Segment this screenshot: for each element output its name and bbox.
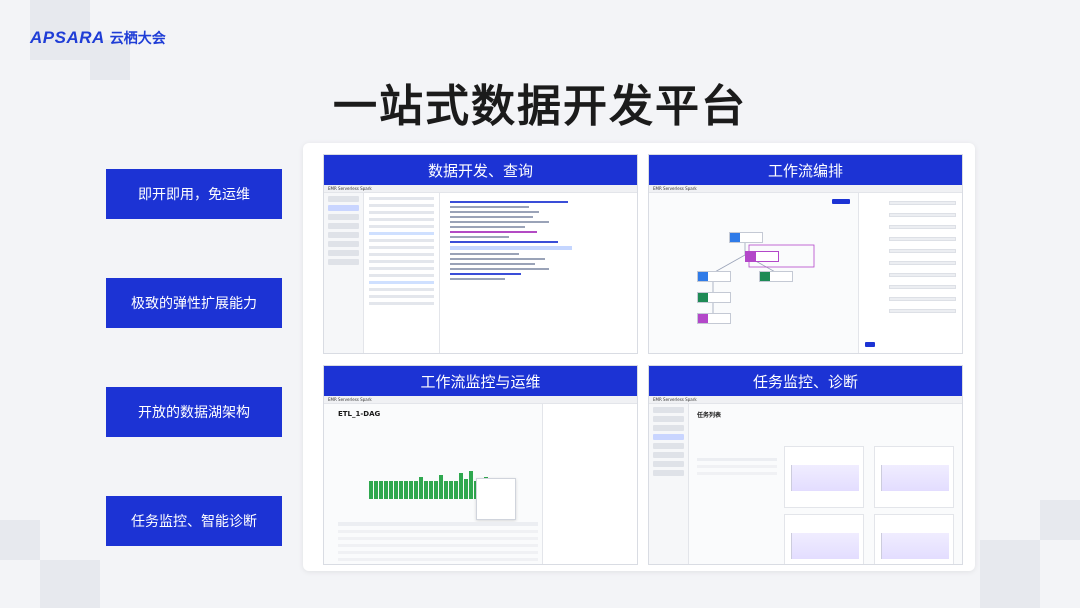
dag-node[interactable] bbox=[759, 271, 793, 282]
app-name: EMR Serverless Spark bbox=[653, 397, 697, 402]
feature-item-elastic-scaling: 极致的弹性扩展能力 bbox=[106, 278, 282, 328]
background-square bbox=[0, 520, 40, 560]
editor-screenshot: EMR Serverless Spark bbox=[324, 185, 637, 353]
node-config-panel bbox=[858, 193, 962, 353]
card-task-diagnosis: 任务监控、诊断 EMR Serverless Spark 任务列表 bbox=[648, 365, 963, 565]
publish-button[interactable] bbox=[832, 199, 850, 204]
logo-brand: APSARA bbox=[30, 28, 105, 47]
memory-chart bbox=[784, 514, 864, 564]
nav-sidebar bbox=[324, 193, 364, 353]
run-heatmap bbox=[369, 471, 519, 499]
dag-node[interactable] bbox=[729, 232, 763, 243]
dag-edges bbox=[712, 237, 815, 321]
card-title: 数据开发、查询 bbox=[324, 155, 637, 185]
feature-item-open-lakehouse: 开放的数据湖架构 bbox=[106, 387, 282, 437]
background-square bbox=[980, 540, 1040, 608]
screenshot-panel: 数据开发、查询 EMR Serverless Spark bbox=[303, 143, 975, 571]
feature-item-monitoring-diagnosis: 任务监控、智能诊断 bbox=[106, 496, 282, 546]
monitor-screenshot: EMR Serverless Spark ETL_1-DAG bbox=[324, 396, 637, 564]
background-square bbox=[1040, 500, 1080, 540]
app-name: EMR Serverless Spark bbox=[328, 397, 372, 402]
dag-editor-screenshot: EMR Serverless Spark bbox=[649, 185, 962, 353]
dag-node[interactable] bbox=[697, 313, 731, 324]
task-list-title: 任务列表 bbox=[697, 412, 722, 419]
code-editor bbox=[440, 193, 637, 353]
card-title: 工作流监控与运维 bbox=[324, 366, 637, 396]
card-data-development: 数据开发、查询 EMR Serverless Spark bbox=[323, 154, 638, 354]
file-tree bbox=[364, 193, 440, 353]
dag-node[interactable] bbox=[697, 292, 731, 303]
confirm-button[interactable] bbox=[865, 342, 875, 347]
card-title: 任务监控、诊断 bbox=[649, 366, 962, 396]
background-square bbox=[40, 560, 100, 608]
executor-cpu-chart bbox=[874, 446, 954, 508]
app-name: EMR Serverless Spark bbox=[328, 186, 372, 191]
apsara-logo: APSARA 云栖大会 bbox=[30, 28, 166, 48]
workflow-name: ETL_1-DAG bbox=[338, 410, 381, 418]
diagnosis-screenshot: EMR Serverless Spark 任务列表 bbox=[649, 396, 962, 564]
cpu-chart bbox=[784, 446, 864, 508]
logo-brand-cn: 云栖大会 bbox=[109, 31, 166, 47]
background-square bbox=[90, 40, 130, 80]
feature-item-ready-to-use: 即开即用，免运维 bbox=[106, 169, 282, 219]
run-detail-panel bbox=[542, 404, 637, 564]
card-workflow-monitoring: 工作流监控与运维 EMR Serverless Spark ETL_1-DAG bbox=[323, 365, 638, 565]
card-title: 工作流编排 bbox=[649, 155, 962, 185]
run-table bbox=[338, 522, 538, 562]
nav-sidebar bbox=[649, 404, 689, 564]
background-square bbox=[30, 0, 90, 60]
task-table bbox=[697, 458, 777, 478]
gpu-chart bbox=[874, 514, 954, 564]
app-name: EMR Serverless Spark bbox=[653, 186, 697, 191]
dag-node[interactable] bbox=[745, 251, 779, 262]
page-title: 一站式数据开发平台 bbox=[333, 81, 747, 132]
card-workflow-orchestration: 工作流编排 EMR Serverless Spark bbox=[648, 154, 963, 354]
dag-node[interactable] bbox=[697, 271, 731, 282]
run-tooltip bbox=[476, 478, 516, 520]
